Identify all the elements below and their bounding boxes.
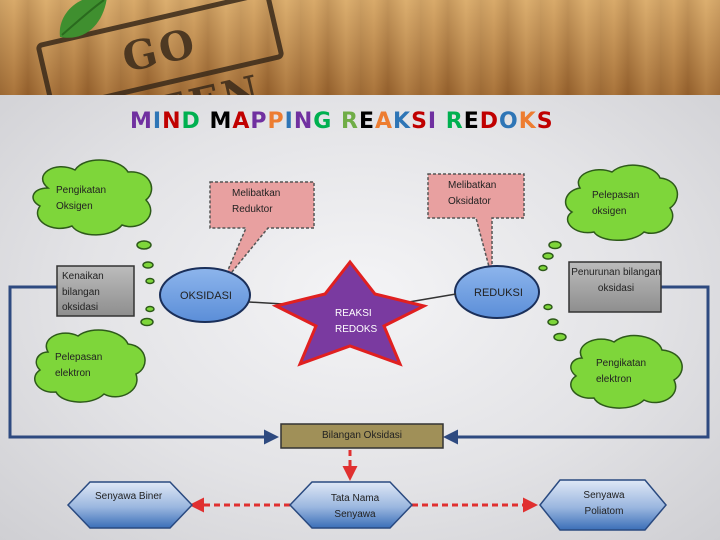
label-pengikatan-elektron: Pengikatan elektron [596, 358, 647, 385]
label-penurunan-bilangan-oksidasi: Penurunan bilangan oksidasi [571, 267, 661, 294]
gray-box-right [568, 261, 662, 313]
reduksi-node [454, 265, 540, 319]
label-melibatkan-reduktor: Melibatkan Reduktor [232, 188, 281, 215]
hexagon-senyawa-biner [66, 481, 194, 529]
label-pelepasan-elektron: Pelepasan elektron [55, 352, 103, 379]
label-bilangan-oksidasi: Bilangan Oksidasi [321, 430, 403, 441]
label-kenaikan-bilangan-oksidasi: Kenaikan bilangan oksidasi [62, 271, 104, 313]
label-pengikatan-oksigen: Pengikatan Oksigen [56, 185, 107, 212]
right-connector-line [443, 285, 710, 445]
label-pelepasan-oksigen: Pelepasan oksigen [592, 190, 640, 217]
thought-cloud-bottom-right [543, 303, 683, 409]
hexagon-tata-nama [288, 481, 414, 529]
speech-callout-right [427, 173, 525, 279]
gray-box-left [56, 265, 135, 317]
left-connector-line [8, 285, 279, 445]
reaksi-redoks-star [271, 259, 429, 367]
oksidasi-node [159, 267, 251, 323]
thought-cloud-top-right [538, 164, 679, 272]
label-melibatkan-oksidator: Melibatkan Oksidator [448, 180, 497, 207]
header-banner: GO GREEN [0, 0, 720, 95]
page-title: MIND MAPPING REAKSI REDOKS [130, 109, 554, 134]
bilangan-oksidasi-box [280, 423, 444, 449]
thought-cloud-bottom-left [34, 305, 155, 403]
label-senyawa-poliatom: Senyawa Poliatom [583, 490, 625, 517]
leaf-icon [59, 0, 107, 38]
label-senyawa-biner: Senyawa Biner [95, 491, 163, 502]
label-oksidasi: OKSIDASI [180, 290, 232, 302]
label-tata-nama-senyawa: Tata Nama Senyawa [330, 493, 380, 520]
speech-callout-left [209, 181, 315, 285]
label-reduksi: REDUKSI [474, 287, 523, 299]
hexagon-senyawa-poliatom [539, 479, 667, 531]
label-reaksi-redoks: REAKSI REDOKS [335, 308, 378, 335]
thought-cloud-top-left [32, 159, 155, 285]
